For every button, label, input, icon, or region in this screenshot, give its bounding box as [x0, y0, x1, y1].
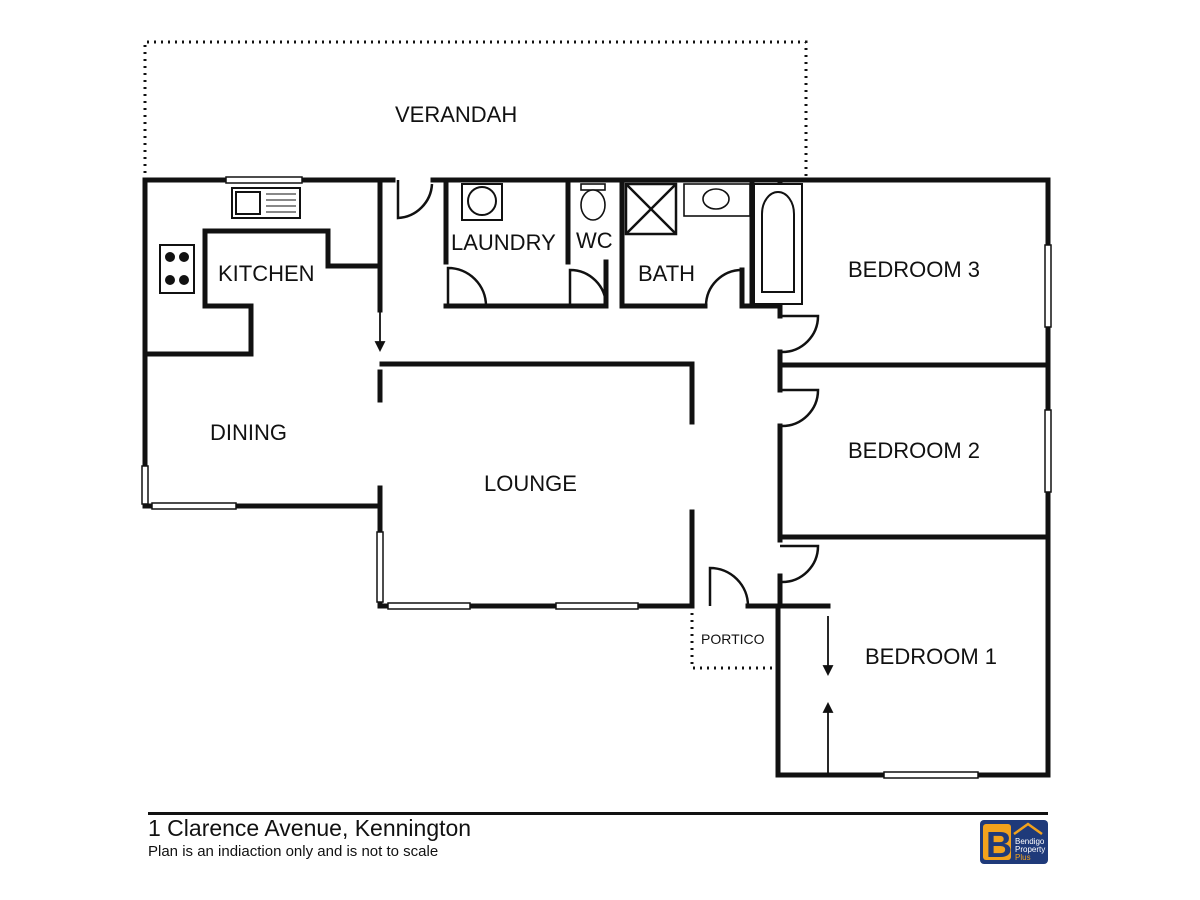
scale-disclaimer: Plan is an indiaction only and is not to…: [148, 843, 439, 860]
shower-icon: [624, 182, 678, 236]
room-label-laundry: LAUNDRY: [451, 230, 556, 255]
logo-letter: B: [986, 824, 1012, 864]
room-label-kitchen: KITCHEN: [218, 261, 315, 286]
room-label-verandah: VERANDAH: [395, 102, 517, 127]
kitchen-sink-icon: [231, 187, 301, 219]
toilet-icon: [580, 183, 606, 221]
basin-icon: [683, 183, 751, 217]
doors: [396, 180, 820, 607]
door-arrows: [374, 310, 834, 773]
logo-line-2: Property: [1015, 845, 1045, 854]
room-labels: VERANDAH KITCHEN LAUNDRY WC BATH BEDROOM…: [210, 102, 997, 669]
room-label-bedroom3: BEDROOM 3: [848, 257, 980, 282]
logo-line-3: Plus: [1015, 853, 1031, 862]
room-label-wc: WC: [576, 228, 613, 253]
portico-outline: [690, 606, 778, 670]
windows: [141, 176, 1052, 779]
room-label-portico: PORTICO: [701, 631, 765, 647]
room-label-lounge: LOUNGE: [484, 471, 577, 496]
room-label-dining: DINING: [210, 420, 287, 445]
room-label-bedroom1: BEDROOM 1: [865, 644, 997, 669]
footer-divider: [148, 812, 1048, 815]
room-label-bedroom2: BEDROOM 2: [848, 438, 980, 463]
logo-line-1: Bendigo: [1015, 837, 1045, 846]
bendigo-property-plus-logo: B Bendigo Property Plus: [980, 820, 1048, 864]
cooktop-icon: [159, 244, 195, 294]
laundry-tub-icon: [461, 183, 503, 221]
room-label-bath: BATH: [638, 261, 695, 286]
property-address: 1 Clarence Avenue, Kennington: [148, 815, 472, 841]
bathtub-icon: [753, 183, 803, 305]
